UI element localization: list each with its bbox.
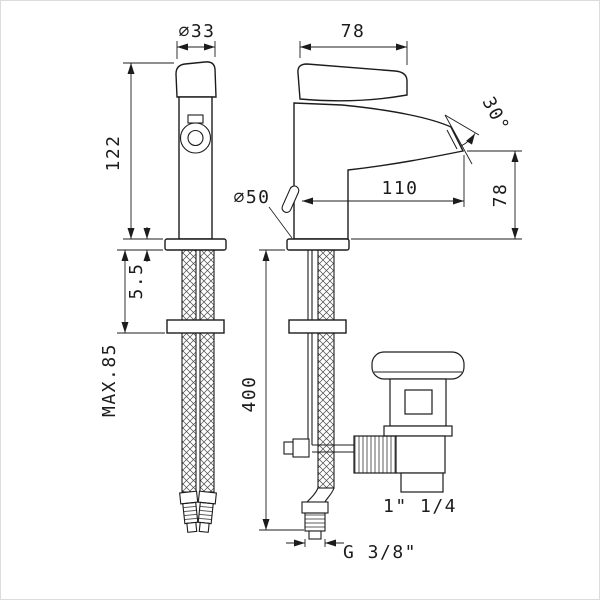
dim-122-label: 122 — [103, 134, 124, 171]
dim-dia50: ⌀50 — [233, 187, 293, 239]
dim-400-label: 400 — [239, 375, 260, 412]
drain-plug-dome — [371, 351, 465, 380]
popup-linkage — [283, 438, 354, 458]
dim-dia33-label: ⌀33 — [178, 21, 215, 42]
fitting-ridged-body — [197, 501, 214, 525]
dim-78-top-label: 78 — [341, 21, 366, 42]
angle-leg-line — [444, 114, 480, 136]
dim-max85-label: MAX.85 — [99, 343, 120, 417]
drain-lip — [383, 425, 453, 437]
drain-tailpiece — [400, 472, 444, 493]
front-escutcheon — [164, 238, 227, 251]
side-view — [281, 63, 465, 540]
side-clamp-plate — [288, 319, 347, 334]
leader-line — [268, 206, 293, 239]
front-view — [164, 61, 227, 533]
dim-1-1-4-label: 1" 1/4 — [383, 496, 457, 517]
fitting-ridged-body — [304, 512, 326, 532]
fitting-tail — [198, 521, 210, 533]
drain-knurled-collar — [353, 435, 397, 474]
dim-78-side: 78 — [351, 150, 522, 240]
front-cartridge-detail — [179, 114, 212, 154]
front-hose-fitting-left — [179, 490, 199, 533]
front-clamp-plate — [166, 319, 225, 334]
dim-110-label: 110 — [381, 178, 418, 199]
dim-angle30-label: 30° — [478, 93, 514, 136]
linkage-pin — [283, 441, 294, 455]
drain-assembly — [353, 351, 465, 493]
dim-1-1-4: 1" 1/4 — [383, 496, 457, 517]
aerator-line — [446, 129, 458, 150]
side-handle — [297, 63, 408, 102]
dim-max85: MAX.85 — [99, 250, 165, 417]
fitting-tail — [186, 521, 198, 533]
dim-122: 122 — [103, 62, 174, 240]
fitting-tail — [308, 530, 322, 540]
linkage-clevis — [292, 438, 310, 458]
dim-5-5-label: 5.5 — [126, 262, 147, 299]
dim-angle30: 30° — [444, 93, 514, 165]
front-hose-fitting-right — [197, 490, 217, 533]
popup-knob — [281, 185, 300, 213]
drain-overflow-window — [404, 389, 433, 415]
front-hose-right — [199, 249, 215, 493]
dim-110: 110 — [302, 155, 465, 207]
dim-dia50-label: ⌀50 — [233, 187, 270, 208]
side-hose-bend — [306, 487, 319, 503]
cartridge-inner-circle — [187, 129, 204, 147]
side-hose-bend — [324, 487, 335, 503]
angle-leg-line — [444, 114, 473, 165]
fitting-nut — [301, 501, 329, 514]
angle-arc — [460, 133, 476, 147]
front-hose-left — [181, 249, 197, 493]
side-body-spout — [293, 102, 465, 240]
cartridge-cap — [187, 114, 204, 124]
dim-400: 400 — [239, 249, 304, 531]
dim-g38-label: G 3/8" — [343, 542, 417, 563]
side-escutcheon — [286, 238, 350, 251]
dim-dia33: ⌀33 — [176, 21, 216, 59]
dim-78-side-label: 78 — [490, 183, 511, 208]
side-hose-fitting — [301, 501, 329, 540]
dim-g38: G 3/8" — [286, 539, 417, 563]
dim-78-top: 78 — [299, 21, 408, 65]
popup-knob-body — [281, 185, 300, 213]
dimensions: ⌀33 122 5.5 MAX.85 78 — [99, 21, 522, 563]
dim-5-5: 5.5 — [117, 227, 163, 300]
fitting-ridged-body — [182, 501, 199, 525]
front-handle — [175, 61, 217, 98]
drain-body-cylinder — [395, 435, 446, 474]
